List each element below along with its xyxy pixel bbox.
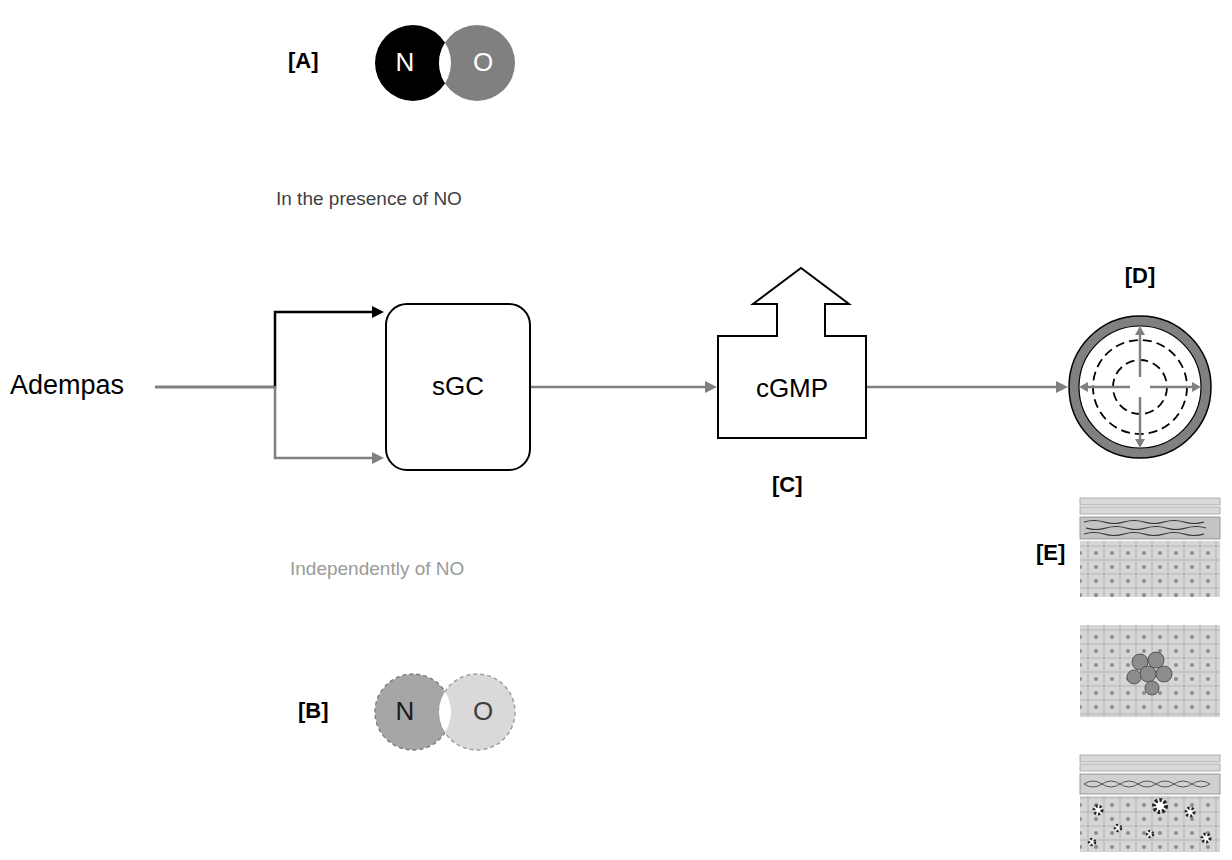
vessel-cross-section: [D] — [1068, 315, 1212, 459]
no-independent-branch — [275, 386, 374, 458]
connector-line — [867, 386, 1058, 389]
overlap-lens — [439, 25, 515, 101]
mechanism-caption: In the presence of NO — [276, 188, 462, 210]
expansion-arrow — [1088, 386, 1130, 389]
oxygen-circle — [439, 25, 515, 101]
arrow-head — [372, 452, 384, 464]
arrow-head — [705, 381, 717, 393]
expansion-arrow — [1150, 386, 1192, 389]
node-label: N — [396, 48, 415, 78]
vessel-drawing — [1068, 315, 1212, 459]
arrow-head — [1056, 381, 1068, 393]
no-molecule-a — [375, 25, 515, 101]
oxygen-atom: O — [451, 25, 515, 101]
cgmp-outline — [717, 266, 867, 440]
panel-letter: [D] — [1068, 263, 1212, 288]
tissue-panel-1 — [1080, 498, 1220, 597]
tissue-panel-3 — [1080, 755, 1220, 852]
connector-line — [531, 386, 707, 389]
mechanism-caption: Independently of NO — [290, 558, 464, 580]
panel-letter: [C] — [772, 472, 803, 498]
increase-arrow-box — [718, 268, 866, 438]
cgmp-box: cGMP — [717, 266, 867, 440]
node-label: O — [473, 697, 493, 727]
tissue-panel-2 — [1080, 625, 1220, 717]
panel-letter: [E] — [1036, 540, 1065, 566]
expansion-arrow — [1139, 397, 1142, 439]
signal-arrow — [867, 381, 1068, 393]
arrow-head — [1079, 382, 1088, 392]
panel-letter: [B] — [298, 698, 329, 724]
oxygen-circle — [439, 674, 515, 750]
arrow-head — [372, 306, 384, 318]
node-label: O — [473, 48, 493, 78]
expansion-arrow — [1139, 335, 1142, 377]
panel-letter: [A] — [288, 48, 319, 74]
node-label: N — [396, 697, 415, 727]
arrow-head — [1135, 439, 1145, 448]
oxygen-atom: O — [451, 674, 515, 750]
drug-name: Adempas — [10, 370, 124, 401]
vessel-wall — [1069, 316, 1211, 458]
drug-line — [155, 386, 276, 389]
vessel-lumen — [1079, 326, 1201, 448]
arrow-head — [1135, 326, 1145, 335]
overlap-lens — [439, 674, 515, 750]
adempas-branch — [155, 306, 384, 464]
nitrogen-atom: N — [375, 674, 435, 750]
node-label: sGC — [432, 372, 484, 402]
nitrogen-atom: N — [375, 25, 435, 101]
no-dependent-branch — [275, 312, 374, 388]
node-label: cGMP — [756, 374, 828, 404]
sgc-enzyme-box: sGC — [385, 303, 531, 471]
no-molecule-b — [375, 674, 515, 750]
arrow-head — [1192, 382, 1201, 392]
signal-arrow — [531, 381, 717, 393]
